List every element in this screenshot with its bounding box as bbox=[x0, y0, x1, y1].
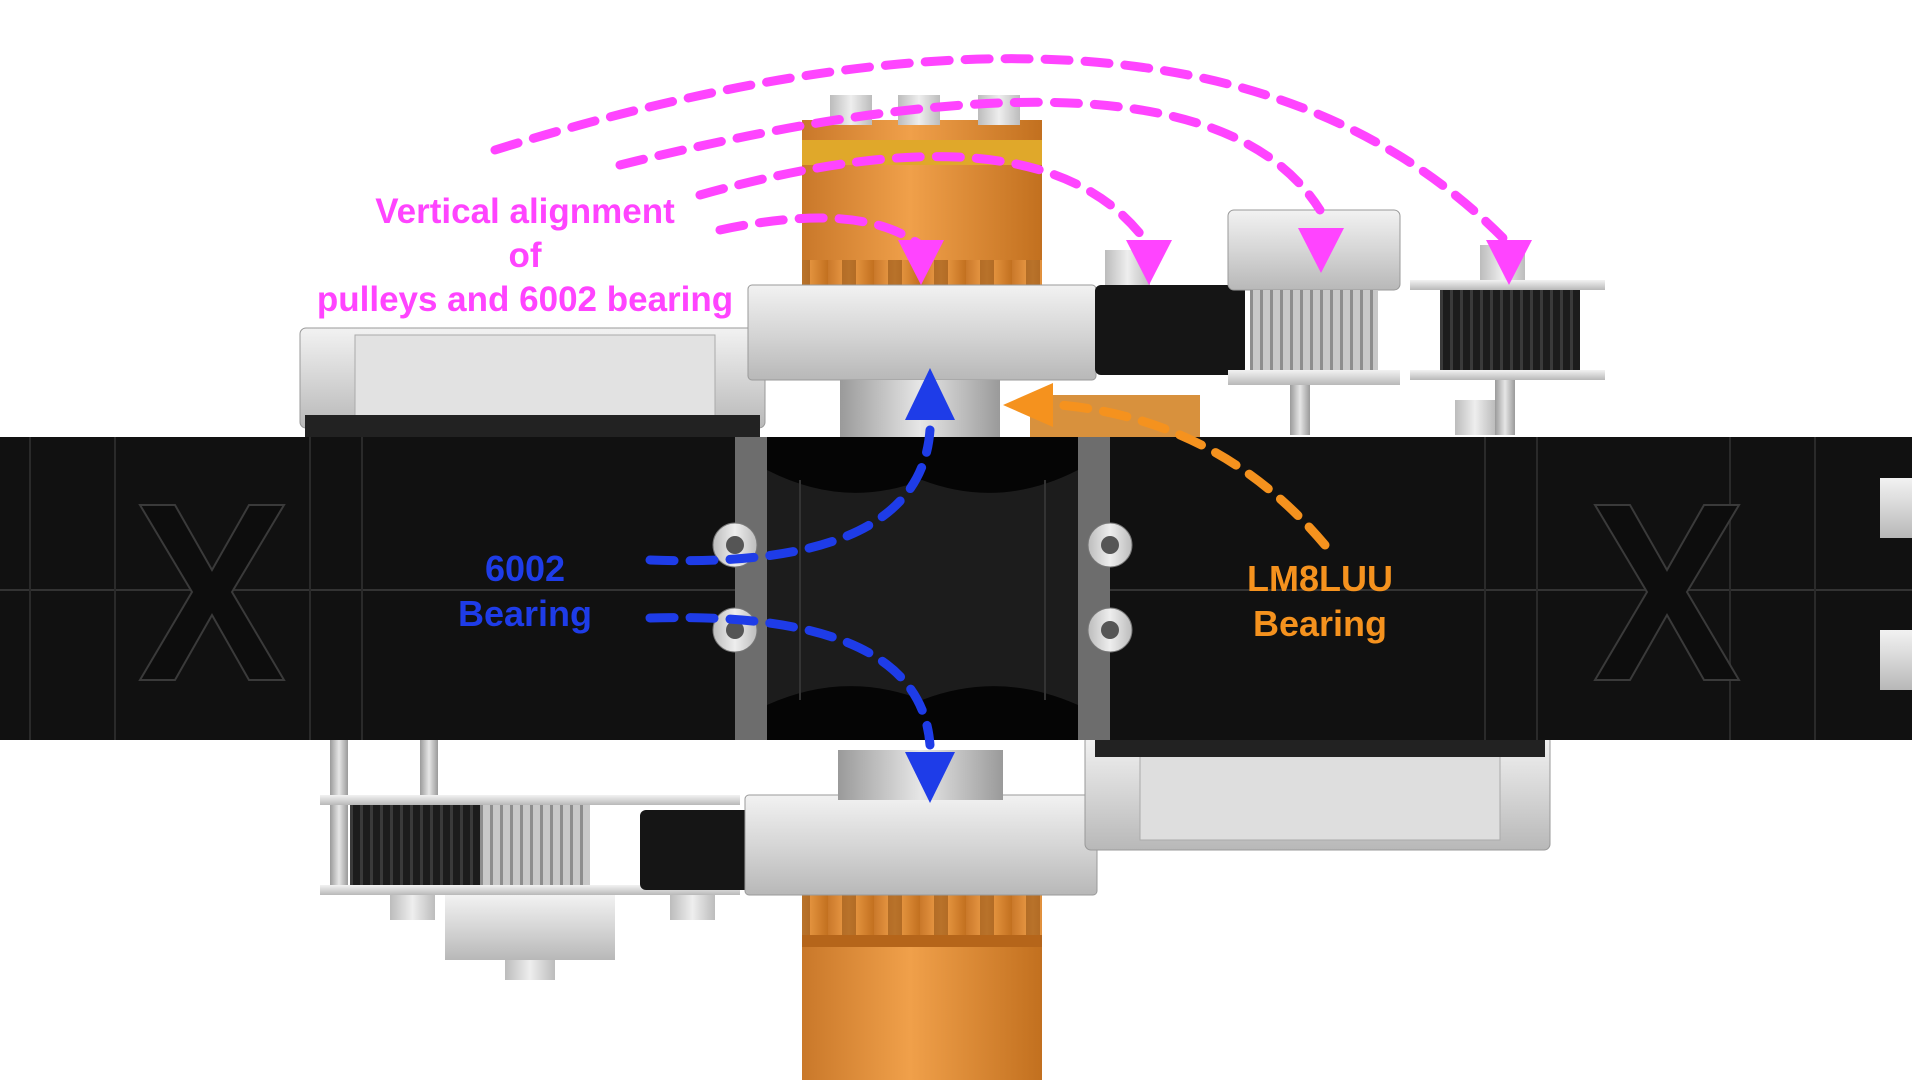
lower-right-motor bbox=[1084, 734, 1551, 851]
bearing-6002-label: 6002 Bearing bbox=[420, 546, 630, 636]
alignment-arrow-left-pulley bbox=[695, 152, 1150, 245]
vertical-alignment-label-line-3: pulleys and 6002 bearing bbox=[316, 279, 734, 319]
lower-left-pulley-group bbox=[320, 735, 760, 980]
housing-x-marking-right bbox=[1593, 504, 1741, 681]
vertical-alignment-label: Vertical alignment of pulleys and 6002 b… bbox=[285, 190, 765, 321]
vertical-alignment-label-line-1: Vertical alignment bbox=[375, 192, 675, 231]
housing-center-cutout bbox=[735, 437, 1110, 740]
upper-bearing-block bbox=[747, 284, 1097, 440]
bearing-lm8luu-label: LM8LUU Bearing bbox=[1200, 556, 1440, 646]
bearing-lm8luu-arrowhead bbox=[1003, 383, 1053, 427]
bearing-6002-arrowheads bbox=[905, 368, 955, 803]
upper-left-motor bbox=[299, 327, 766, 437]
bearing-6002-label-line-2: Bearing bbox=[457, 593, 593, 634]
bearing-lm8luu-label-line-1: LM8LUU bbox=[1247, 558, 1393, 599]
bearing-6002-arrow-up bbox=[645, 425, 935, 566]
bearing-lm8luu-arrow bbox=[1055, 400, 1330, 550]
bearing-6002-label-line-1: 6002 bbox=[484, 548, 566, 589]
vertical-alignment-label-line-2: of bbox=[508, 235, 542, 275]
vertical-alignment-arrows bbox=[490, 54, 1510, 250]
alignment-arrow-center-pulley bbox=[615, 97, 1325, 215]
bearing-6002-arrow-down bbox=[645, 613, 935, 750]
alignment-arrow-right-pulley bbox=[490, 54, 1510, 245]
alignment-arrow-bearing bbox=[715, 213, 925, 250]
vertical-alignment-arrowheads bbox=[898, 228, 1532, 285]
bearing-6002-arrows bbox=[645, 425, 935, 750]
bearing-lm8luu-label-line-2: Bearing bbox=[1252, 603, 1388, 644]
housing-x-marking-left bbox=[138, 504, 286, 681]
lower-brass-pulley bbox=[802, 880, 1042, 1080]
